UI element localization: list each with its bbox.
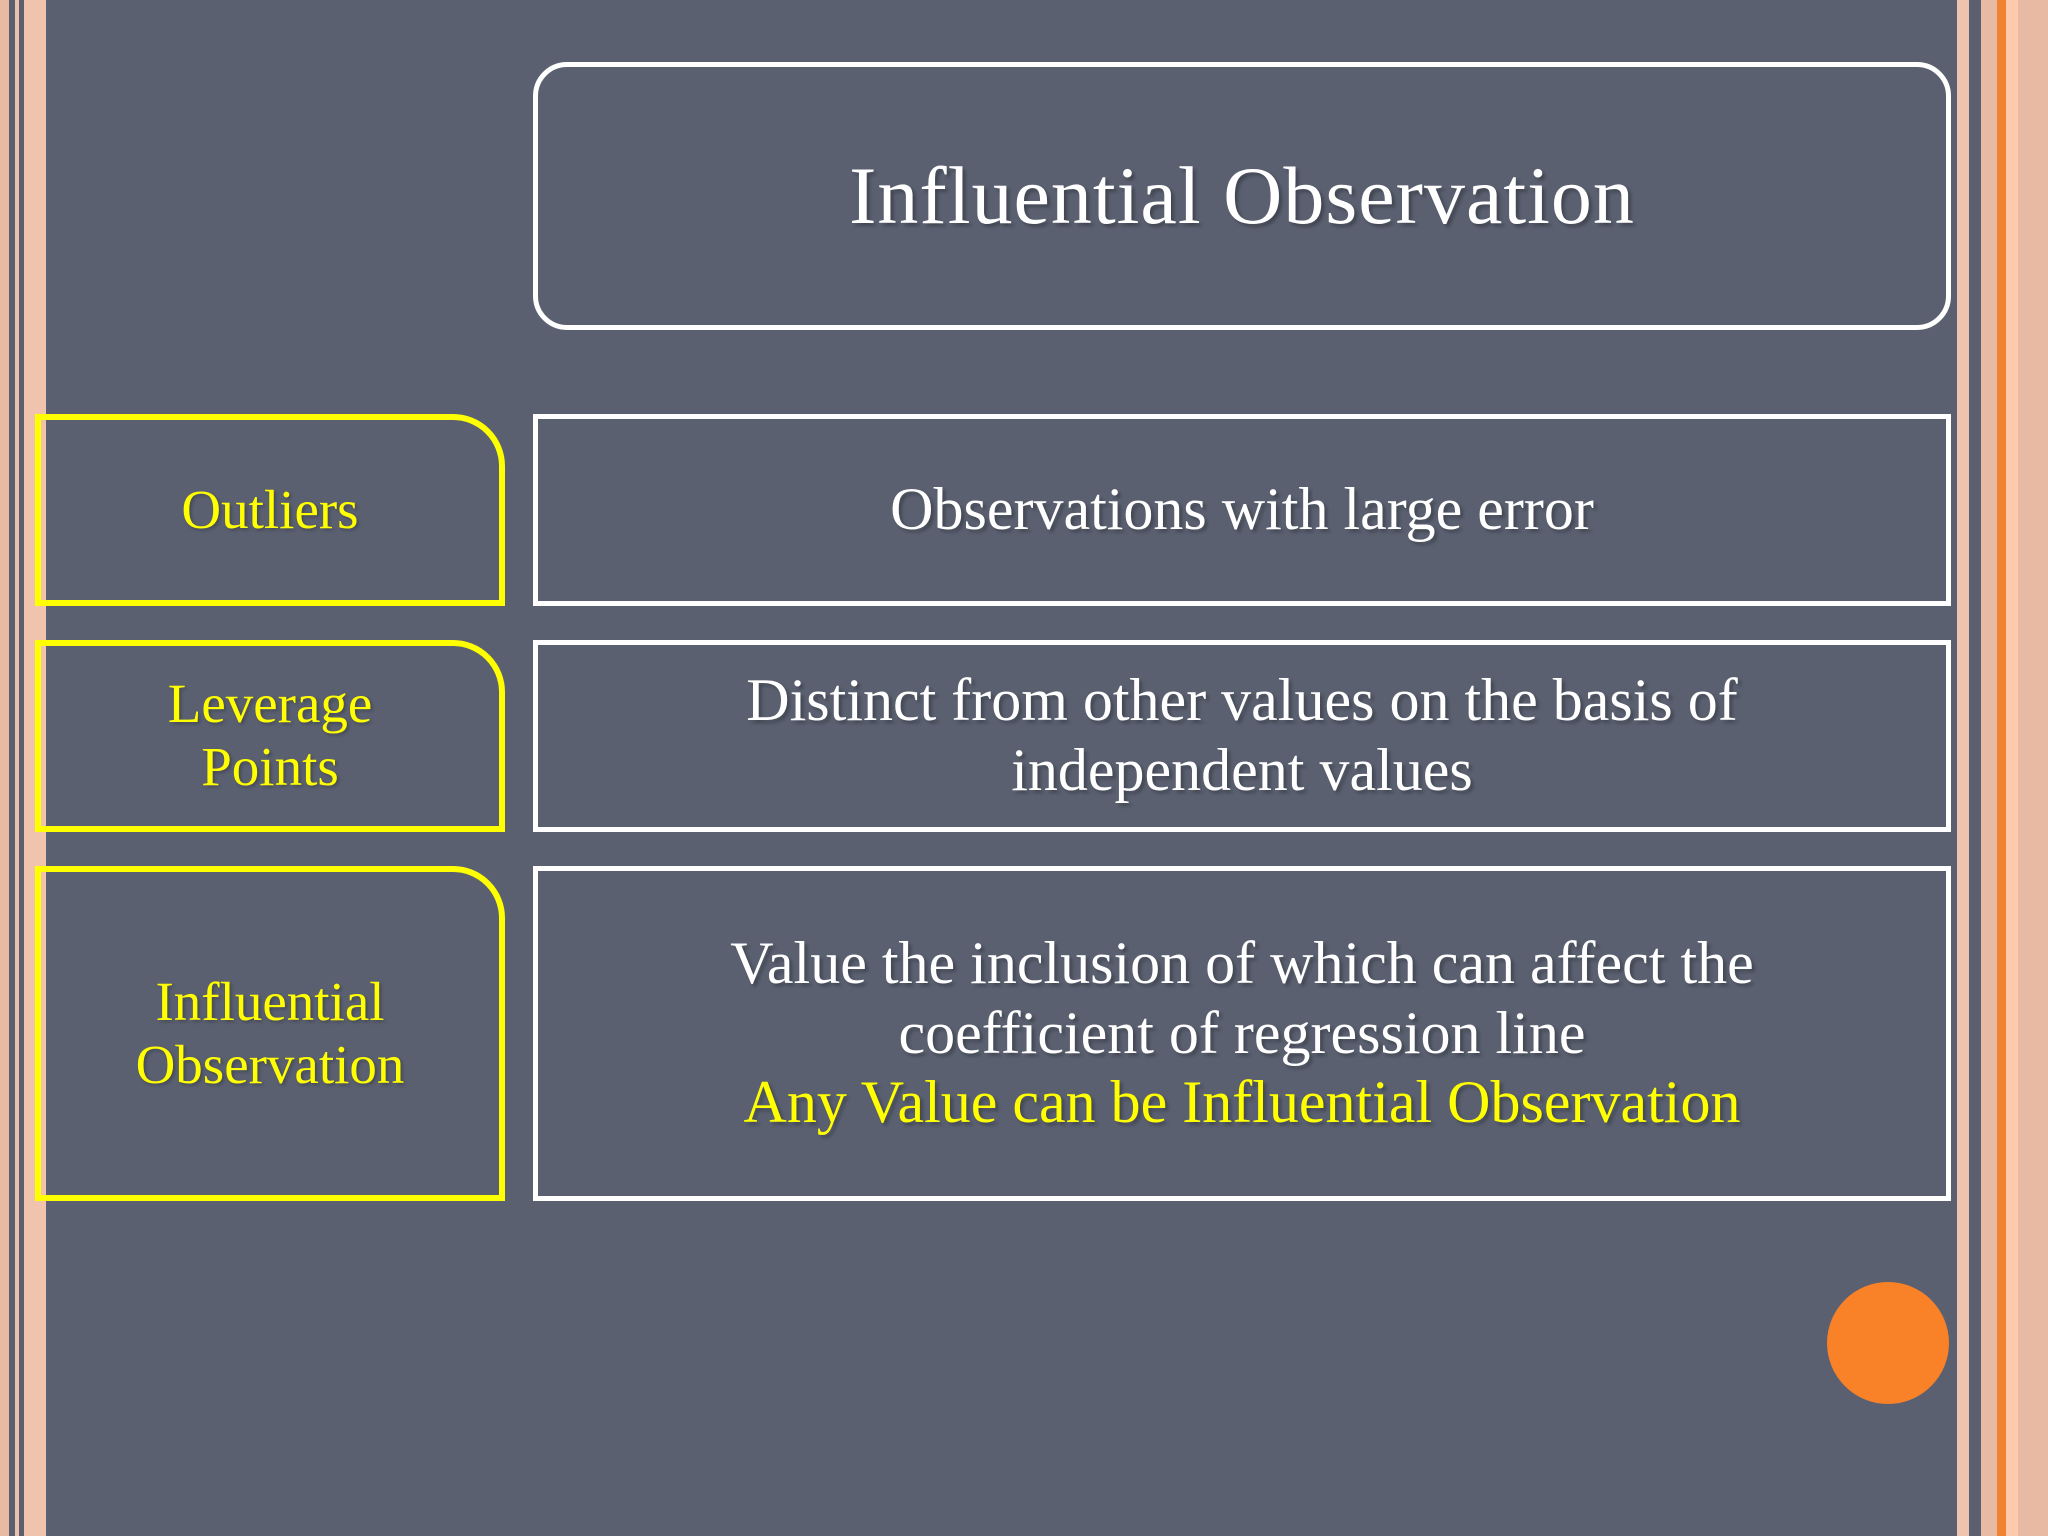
term-label-text: Influential Observation <box>136 971 405 1096</box>
definition-line: Value the inclusion of which can affect … <box>730 930 1754 997</box>
orange-circle-decoration <box>1827 1282 1949 1404</box>
term-label-text: Outliers <box>181 478 359 540</box>
definition-line: coefficient of regression line <box>898 999 1586 1066</box>
right-edge-stripe-4 <box>1997 0 2006 1536</box>
page-title: Influential Observation <box>849 150 1635 241</box>
definition-box-outliers: Observations with large error <box>533 414 1951 606</box>
term-label-line: Points <box>201 736 339 797</box>
term-label-outliers: Outliers <box>35 414 505 606</box>
term-label-text: Leverage Points <box>168 673 373 798</box>
left-edge-stripe-1 <box>0 0 9 1536</box>
definition-box-influential-observation: Value the inclusion of which can affect … <box>533 866 1951 1201</box>
right-edge-stripe-1 <box>1957 0 1969 1536</box>
definition-line-highlighted: Any Value can be Influential Observation <box>743 1069 1741 1136</box>
definition-line: independent values <box>1011 737 1473 803</box>
term-label-line: Influential <box>155 970 385 1032</box>
left-edge-stripe-2 <box>9 0 15 1536</box>
left-edge-stripe-3 <box>15 0 19 1536</box>
right-edge-stripe-5 <box>2006 0 2018 1536</box>
term-label-leverage-points: Leverage Points <box>35 640 505 832</box>
right-edge-stripe-2 <box>1969 0 1981 1536</box>
slide-title-box: Influential Observation <box>533 62 1951 330</box>
term-label-influential-observation: Influential Observation <box>35 866 505 1201</box>
left-edge-stripe-4 <box>19 0 24 1536</box>
term-label-line: Leverage <box>167 673 373 735</box>
definition-line: Distinct from other values on the basis … <box>746 667 1738 734</box>
right-edge-stripe-3 <box>1981 0 1997 1536</box>
definition-box-leverage-points: Distinct from other values on the basis … <box>533 640 1951 832</box>
definition-line: Observations with large error <box>890 476 1594 543</box>
right-edge-stripe-6 <box>2018 0 2048 1536</box>
term-label-line: Observation <box>135 1033 405 1095</box>
